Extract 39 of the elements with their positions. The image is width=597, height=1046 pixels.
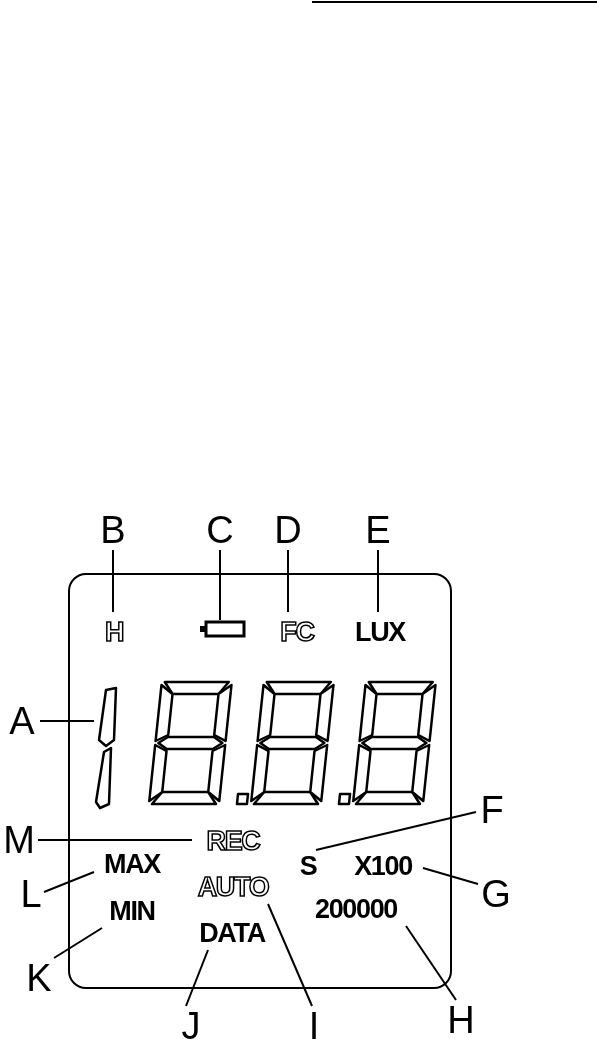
lcd-indicator-label: X100 bbox=[354, 852, 412, 880]
lcd-indicator-label: LUX bbox=[355, 618, 405, 646]
leader-line bbox=[37, 839, 193, 841]
lcd-indicator-label: REC bbox=[206, 827, 260, 855]
leader-line bbox=[315, 811, 477, 851]
callout-letter: D bbox=[274, 511, 302, 549]
callout-letter: J bbox=[181, 1007, 201, 1045]
callout-letter: M bbox=[3, 821, 35, 859]
leader-line bbox=[377, 549, 379, 613]
callout-letter: E bbox=[365, 511, 391, 549]
callout-letter: L bbox=[20, 875, 42, 913]
lcd-indicator-label: S bbox=[299, 852, 317, 880]
leader-line bbox=[405, 925, 457, 1001]
lcd-indicator-label: MIN bbox=[109, 897, 155, 925]
leader-line bbox=[185, 949, 209, 1007]
leader-line bbox=[112, 549, 114, 613]
lcd-indicator-label: AUTO bbox=[197, 873, 269, 901]
callout-letter: A bbox=[9, 702, 35, 740]
lcd-display-frame bbox=[68, 573, 452, 989]
lcd-indicator-label: MAX bbox=[104, 850, 160, 878]
lcd-indicator-label: DATA bbox=[199, 919, 265, 947]
leader-line bbox=[219, 549, 221, 621]
leader-line bbox=[267, 903, 313, 1007]
battery-icon bbox=[198, 620, 246, 638]
leader-line bbox=[287, 549, 289, 613]
callout-letter: H bbox=[447, 1001, 475, 1039]
lcd-indicator-label: FC bbox=[280, 618, 314, 646]
leader-line bbox=[39, 720, 95, 722]
lcd-indicator-label: H bbox=[104, 618, 124, 646]
callout-letter: G bbox=[481, 875, 511, 913]
lcd-indicator-label: 200000 bbox=[315, 895, 397, 923]
callout-letter: C bbox=[206, 511, 234, 549]
callout-letter: B bbox=[100, 511, 126, 549]
callout-letter: F bbox=[480, 791, 504, 829]
callout-letter: K bbox=[26, 959, 52, 997]
leader-line bbox=[43, 871, 95, 893]
leader-line bbox=[422, 867, 479, 885]
leader-line bbox=[53, 927, 103, 959]
callout-letter: I bbox=[308, 1007, 320, 1045]
